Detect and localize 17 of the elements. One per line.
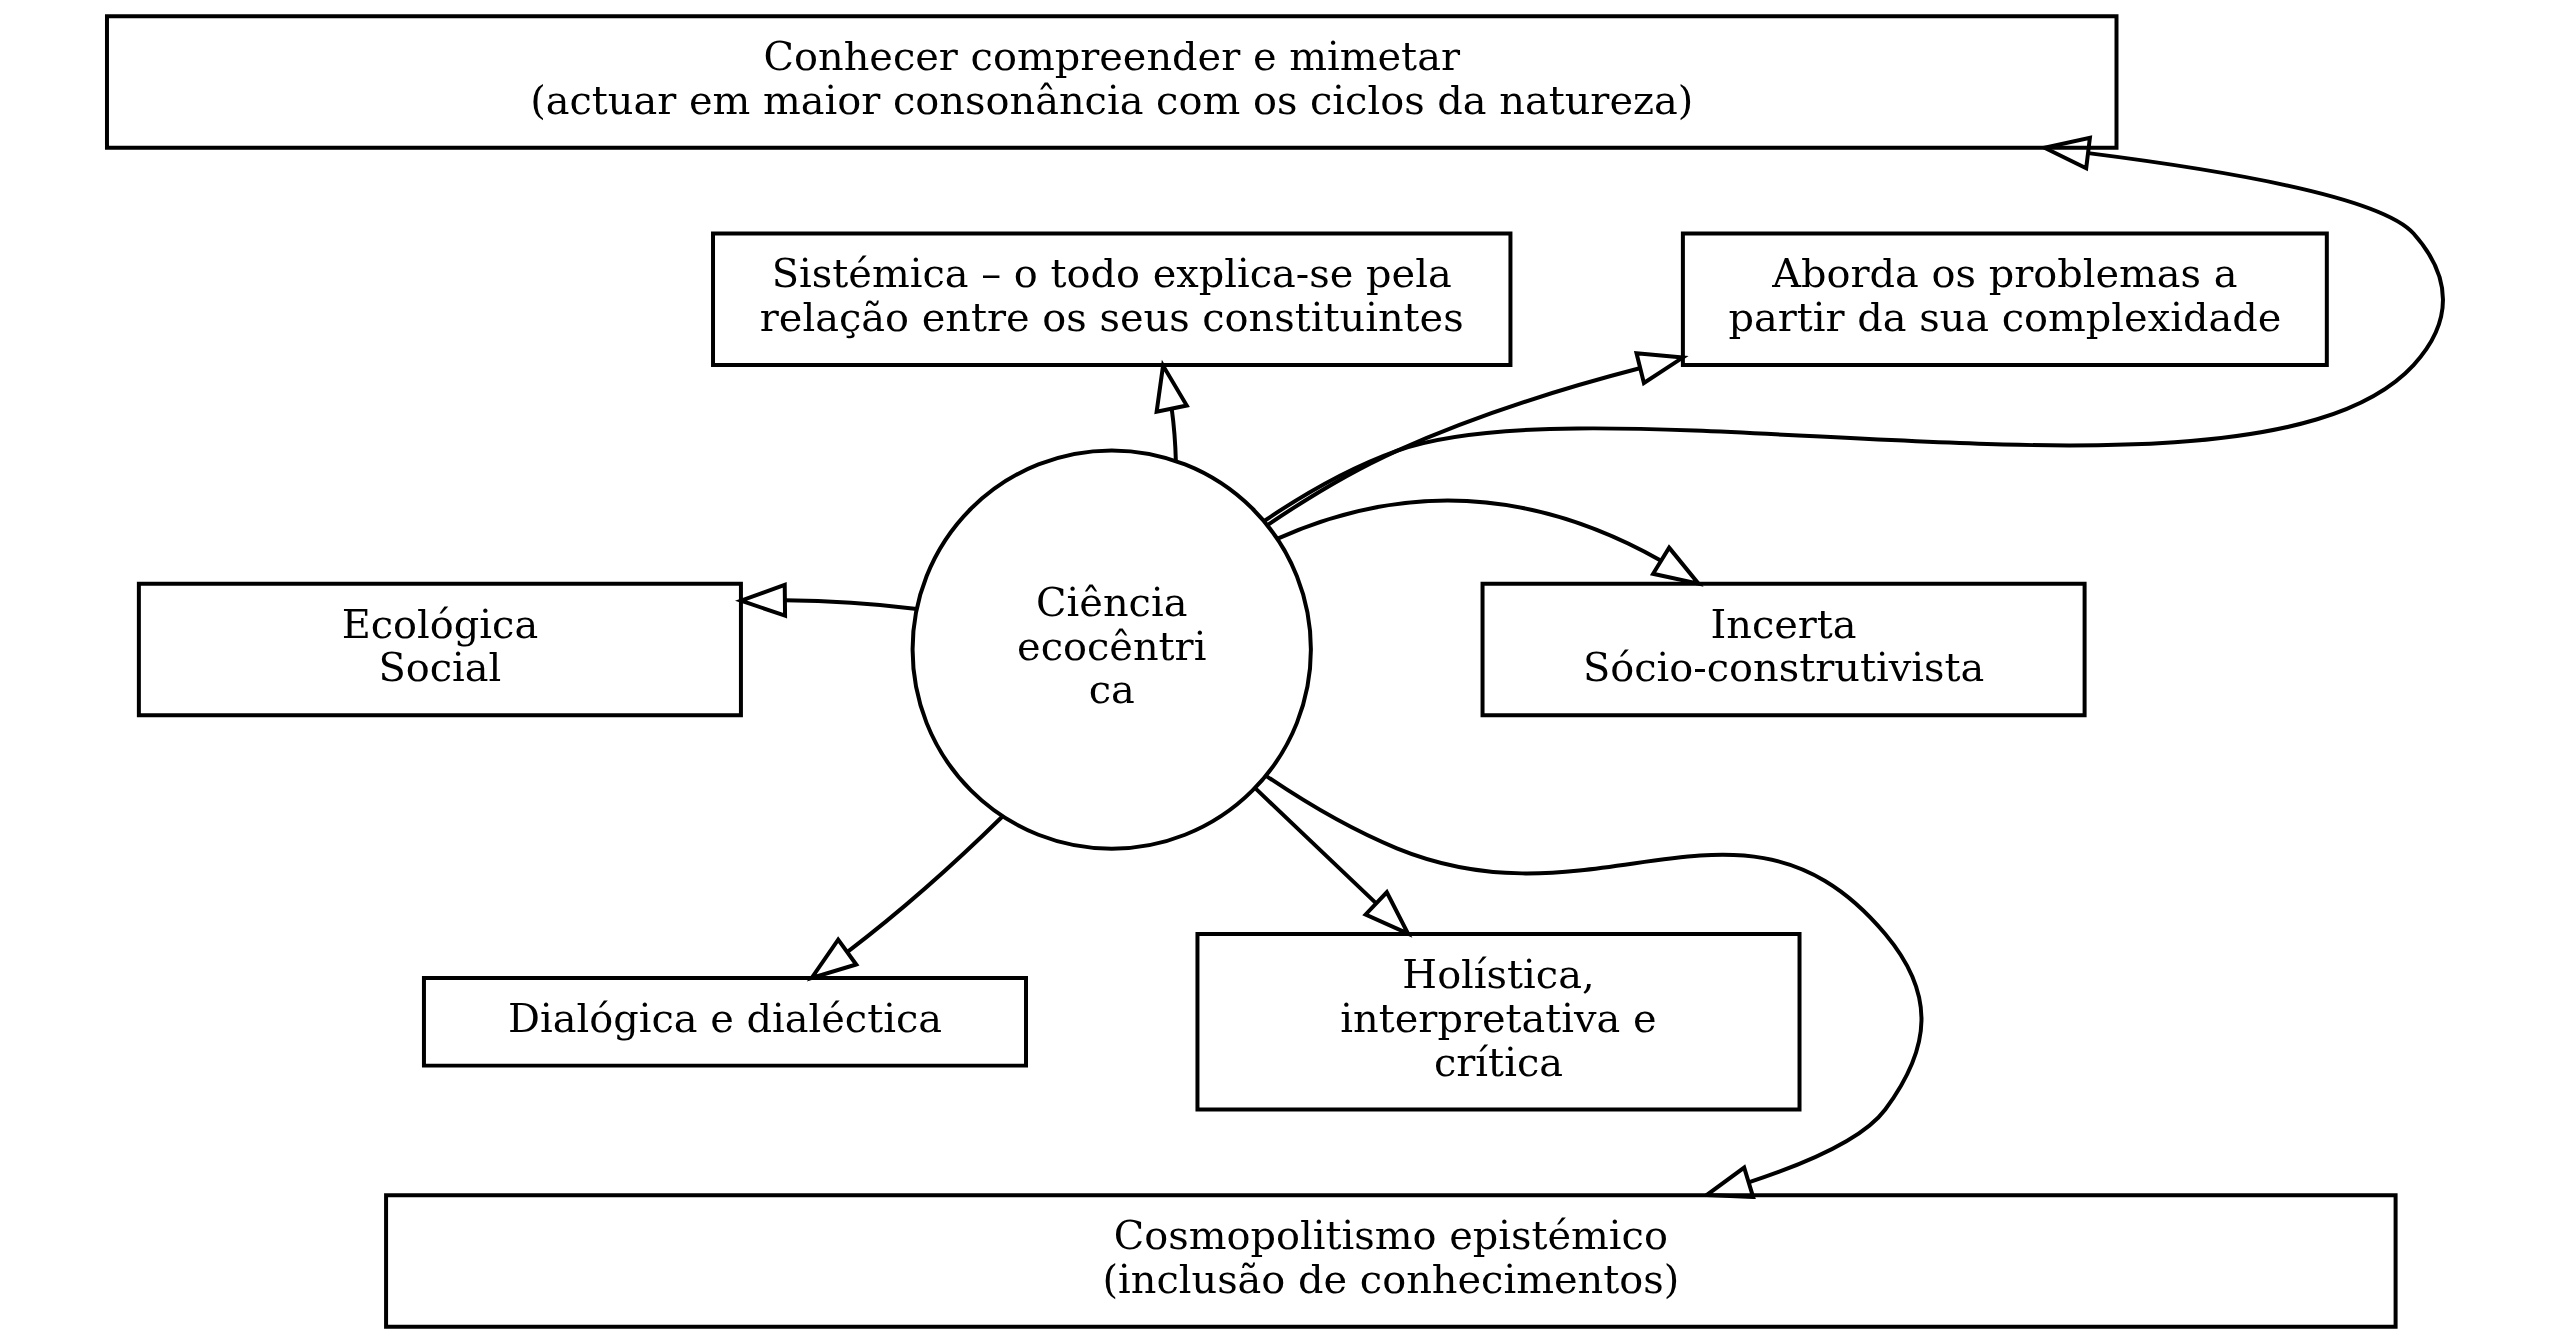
node-box: Sistémica – o todo explica-se pela relação entre os seus constituintes xyxy=(711,231,1513,368)
node-circle: Ciência ecocêntri ca xyxy=(910,448,1313,851)
arrow xyxy=(735,582,918,619)
node-box: Aborda os problemas a partir da sua complexidade xyxy=(1680,231,2329,368)
arrow xyxy=(1253,786,1413,938)
arrow xyxy=(1263,135,2445,523)
arrow xyxy=(1266,351,1689,527)
node-box: Ecológica Social xyxy=(136,581,743,718)
node-box: Dialógica e dialéctica xyxy=(421,975,1028,1068)
node-box: Cosmopolitismo epistémico (inclusão de conhecimentos) xyxy=(384,1193,2398,1329)
node-box: Incerta Sócio-construtivista xyxy=(1480,581,2087,718)
node-box: Holística, interpretativa e crítica xyxy=(1195,932,1802,1112)
arrow xyxy=(1264,774,1924,1200)
arrow xyxy=(806,814,1005,982)
node-box: Conhecer compreender e mimetar (actuar em maior consonância com os ciclos da natureza) xyxy=(104,14,2119,150)
arrow xyxy=(1276,498,1704,587)
arrow xyxy=(1154,359,1190,462)
